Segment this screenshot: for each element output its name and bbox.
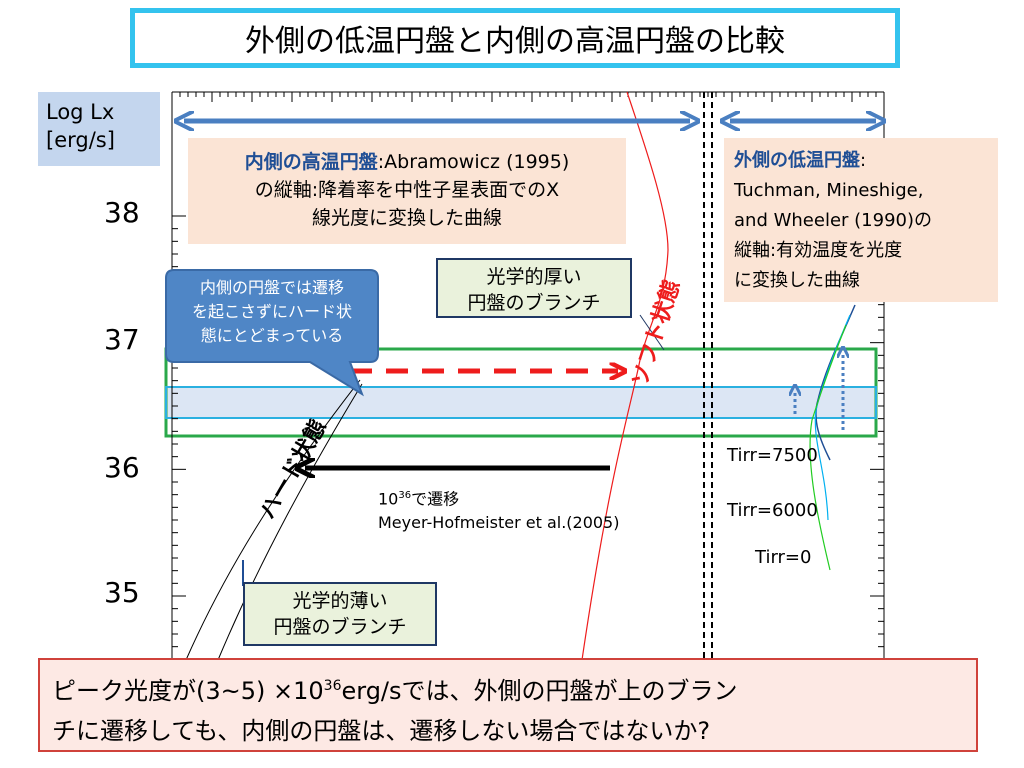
thick-branch-line2: 円盤のブランチ [467,292,601,314]
transition-prefix: 10 [378,489,399,509]
transition-exponent: 36 [398,490,412,501]
thin-branch-label: 光学的薄い 円盤のブランチ [243,582,437,646]
band-blue-box [165,386,877,419]
conclusion-part1: ピーク光度が(3~5) ×10 [52,677,324,705]
hard-state-curve-1 [185,379,361,661]
thick-branch-pointer [639,314,665,351]
soft-state-curve [581,91,669,661]
tirr-7500-label: Tirr=7500 [727,445,818,466]
callout-line2: を起こさずにハード状 [191,302,352,321]
title-text: 外側の低温円盤と内側の高温円盤の比較 [245,24,785,59]
conclusion-part2: erg/sでは、外側の円盤が上のブラン [341,677,738,705]
outer-disk-text3: and Wheeler (1990)の [734,210,932,231]
inner-disk-text3: 線光度に変換した曲線 [311,207,502,229]
inner-disk-heading: 内側の高温円盤 [244,151,378,173]
callout-text: 内側の円盤では遷移 を起こさずにハード状 態にとどまっている [168,276,376,348]
conclusion-exponent: 36 [323,678,342,694]
inner-disk-text1: :Abramowicz (1995) [377,151,570,173]
callout-line3: 態にとどまっている [200,326,344,345]
y-tick-label-38: 38 [104,196,140,229]
inner-disk-text2: の縦軸:降着率を中性子星表面でのX [254,179,560,201]
inner-disk-description: 内側の高温円盤:Abramowicz (1995) の縦軸:降着率を中性子星表面… [188,138,626,244]
callout-line1: 内側の円盤では遷移 [199,278,344,297]
y-axis-label: Log Lx [erg/s] [38,92,160,166]
outer-disk-text5: に変換した曲線 [734,270,860,291]
thin-branch-line2: 円盤のブランチ [273,616,407,638]
tirr-0-curve [809,324,847,571]
tirr-0-label: Tirr=0 [755,547,812,568]
y-tick-label-36: 36 [104,451,140,484]
thick-branch-label: 光学的厚い 円盤のブランチ [436,258,632,318]
thick-branch-line1: 光学的厚い [486,266,582,288]
tirr-6000-label: Tirr=6000 [727,500,818,521]
transition-reference: Meyer-Hofmeister et al.(2005) [378,513,620,533]
page-title: 外側の低温円盤と内側の高温円盤の比較 [130,8,900,68]
hard-state-curve-2 [217,383,363,661]
callout-bubble-shape [165,269,379,397]
outer-disk-text2: Tuchman, Mineshige, [734,180,924,201]
y-axis-label-line1: Log Lx [46,100,115,124]
conclusion-box: ピーク光度が(3~5) ×1036erg/sでは、外側の円盤が上のブラン チに遷… [38,658,978,752]
y-axis-label-line2: [erg/s] [46,128,115,152]
thin-branch-line1: 光学的薄い [292,590,388,612]
outer-disk-description: 外側の低温円盤: Tuchman, Mineshige, and Wheeler… [724,138,998,302]
outer-disk-text1: : [860,150,867,171]
outer-disk-text4: 縦軸:有効温度を光度 [734,240,903,261]
transition-suffix: で遷移 [411,489,460,509]
outer-disk-heading: 外側の低温円盤 [734,150,860,171]
band-fill [166,387,876,418]
y-tick-label-35: 35 [104,576,140,609]
y-tick-label-37: 37 [104,323,140,356]
transition-note: 1036で遷移 Meyer-Hofmeister et al.(2005) [378,484,619,535]
conclusion-line2: チに遷移しても、内側の円盤は、遷移しない場合ではないか? [52,717,711,745]
